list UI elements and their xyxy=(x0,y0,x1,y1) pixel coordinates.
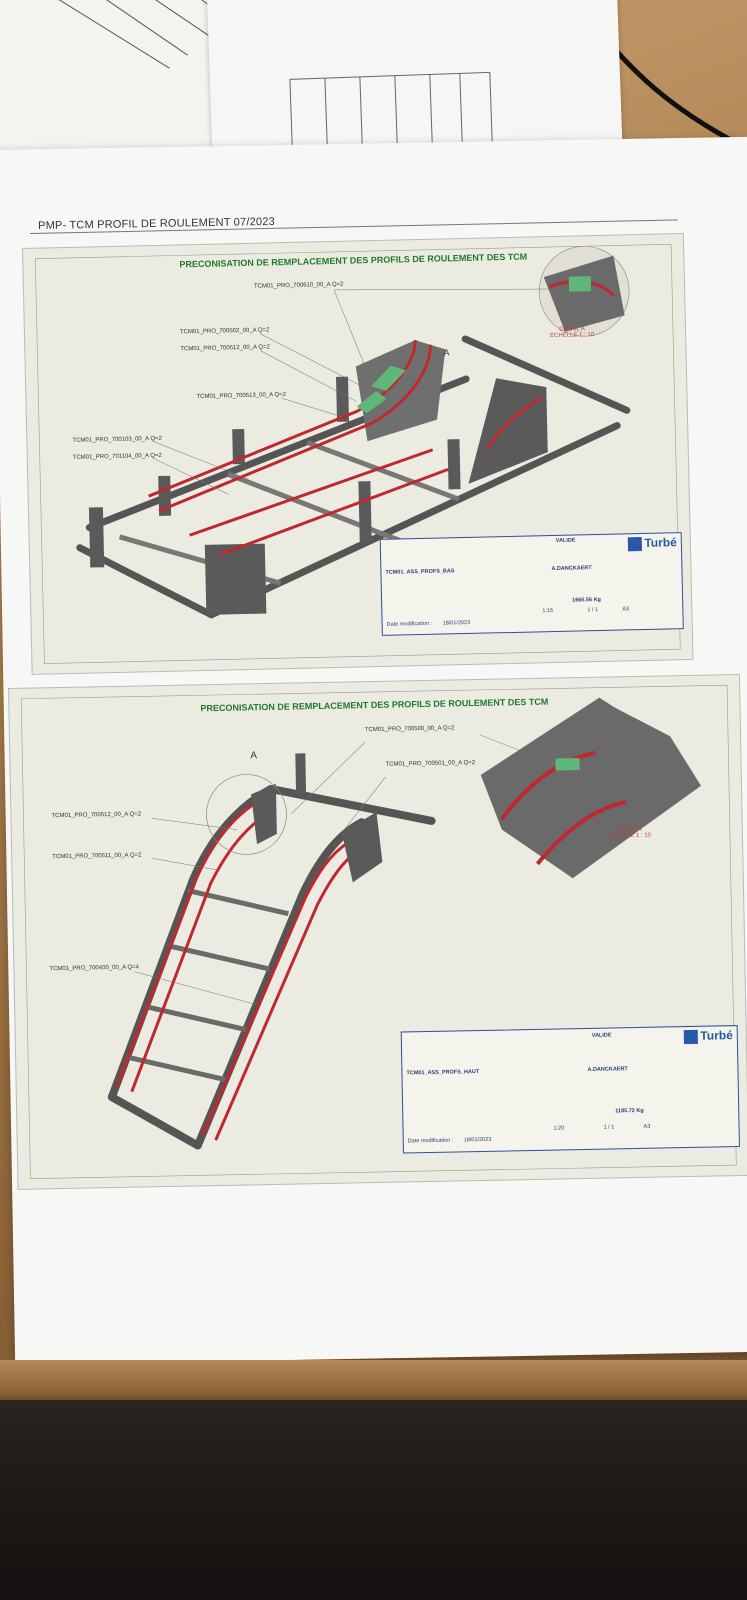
desk-edge xyxy=(0,1360,747,1406)
date-label: Date modification : xyxy=(407,1137,454,1145)
title-block: VALIDE TCM01_ASS_PROFS_BAS A.DANCKAERT 1… xyxy=(379,532,684,636)
scale-value: 1:15 xyxy=(542,608,554,615)
author-value: A.DANCKAERT xyxy=(587,1066,628,1073)
weight-value: 1185.72 Kg xyxy=(615,1107,644,1115)
part-name-value: TCM01_ASS_PROFS_BAS xyxy=(385,568,455,576)
format-value: A3 xyxy=(643,1123,651,1130)
detail-marker: A xyxy=(443,347,450,358)
author-value: A.DANCKAERT xyxy=(551,565,592,573)
scale-value: 1:20 xyxy=(553,1125,565,1132)
detail-caption: DETAIL A ECHELLE 1 : 10 xyxy=(550,326,594,339)
brand-name: Turbé xyxy=(644,535,678,550)
date-value: 18/01/2023 xyxy=(463,1136,492,1144)
detail-scale: ECHELLE 1 : 10 xyxy=(550,332,595,340)
status-value: VALIDE xyxy=(591,1032,612,1039)
technical-drawing-haut: PRECONISATION DE REMPLACEMENT DES PROFIL… xyxy=(8,673,747,1190)
date-value: 18/01/2023 xyxy=(442,619,471,627)
format-value: A3 xyxy=(622,606,630,613)
brand-logo: Turbé xyxy=(627,535,678,552)
title-block: VALIDE TCM01_ASS_PROFS_HAUT A.DANCKAERT … xyxy=(400,1025,740,1154)
sheet-value: 1 / 1 xyxy=(587,607,599,614)
sheet-value: 1 / 1 xyxy=(603,1124,615,1131)
triangle-logo-icon xyxy=(627,536,642,552)
technical-drawing-bas: PRECONISATION DE REMPLACEMENT DES PROFIL… xyxy=(22,232,694,675)
part-name-value: TCM01_ASS_PROFS_HAUT xyxy=(406,1069,480,1077)
date-label: Date modification : xyxy=(386,620,433,628)
status-value: VALIDE xyxy=(555,537,576,544)
detail-marker: A xyxy=(250,750,258,762)
weight-value: 1665.56 Kg xyxy=(572,596,601,604)
triangle-logo-icon xyxy=(683,1029,698,1044)
detail-caption: DETAIL A ECHELLE 1 : 10 xyxy=(607,827,651,840)
detail-scale: ECHELLE 1 : 10 xyxy=(606,832,652,840)
brand-logo: Turbé xyxy=(683,1028,733,1044)
floor xyxy=(0,1400,747,1600)
brand-name: Turbé xyxy=(700,1028,733,1043)
